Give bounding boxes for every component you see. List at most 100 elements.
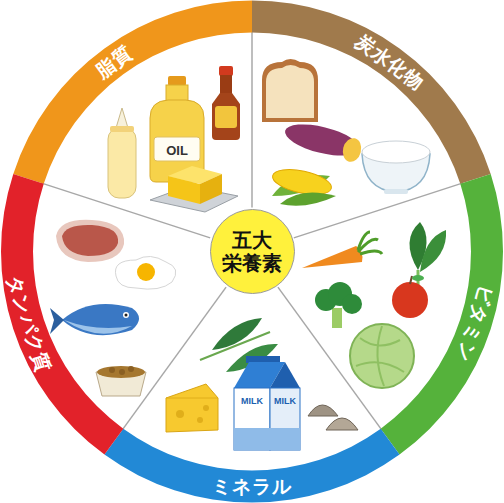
sector-divider (41, 30, 463, 432)
bread-loaf (262, 59, 318, 122)
line-spacer (222, 229, 232, 249)
cheese (197, 417, 203, 423)
apple (410, 276, 412, 284)
package-label: OIL (166, 143, 188, 156)
package-label: MILK (241, 397, 263, 406)
milk-carton (234, 428, 300, 450)
band-label: 炭水化物 (351, 30, 428, 94)
fish (125, 314, 128, 317)
sector-divider (121, 287, 226, 431)
band-arc (1, 174, 123, 455)
milk-carton (246, 356, 280, 363)
package-label: MILK (274, 397, 296, 406)
cabbage (356, 326, 404, 386)
oil-jug (150, 76, 204, 182)
mayonnaise-bottle (110, 126, 134, 132)
natto (97, 366, 145, 378)
fried-egg (137, 263, 155, 281)
plate-ground (30, 30, 474, 474)
sesame-oil-bottle (215, 106, 237, 128)
fish (62, 304, 139, 335)
apple (392, 282, 428, 318)
band-arc (13, 1, 252, 184)
fried-egg (115, 256, 175, 289)
clams (326, 418, 358, 430)
band-label: ビタミン (452, 283, 497, 366)
carrot (358, 232, 382, 254)
cheese (166, 384, 218, 432)
cheese (166, 398, 218, 399)
cheese (176, 410, 184, 418)
butter (200, 174, 222, 204)
band-arc (381, 174, 503, 455)
center-circle: 五大栄養素 (210, 209, 295, 294)
band-arc (252, 1, 491, 184)
carrot (302, 246, 362, 268)
sesame-oil-bottle (212, 66, 240, 140)
band-arc (104, 429, 399, 503)
center-title: 五大栄養素 (222, 229, 283, 275)
fried-egg (115, 256, 175, 289)
mayonnaise-bottle (116, 108, 128, 128)
band-label: 脂質 (92, 42, 137, 82)
spinach (409, 222, 446, 285)
milk-carton (234, 356, 300, 450)
rice-bowl (362, 141, 430, 163)
rice-bowl (362, 141, 430, 194)
sesame-oil-bottle (212, 93, 240, 140)
bread-loaf (262, 59, 318, 122)
cheese (166, 384, 218, 432)
carrot (302, 232, 382, 268)
sweet-potato (340, 136, 363, 164)
meat (56, 220, 124, 262)
rice-bowl (384, 189, 408, 194)
fish (123, 312, 129, 318)
center-text-block: 五大栄養素 (222, 229, 283, 275)
mayonnaise-bottle (108, 128, 136, 198)
corn (280, 192, 336, 205)
bread-loaf (266, 65, 314, 118)
meat (56, 220, 124, 262)
band-label: ミネラル (212, 475, 292, 496)
sesame-oil-bottle (220, 75, 232, 93)
cabbage (350, 324, 414, 388)
broccoli (315, 282, 362, 328)
sweet-potato (282, 118, 364, 164)
milk-carton (270, 362, 300, 388)
cheese (203, 405, 209, 411)
oil-jug (154, 137, 200, 161)
oil-jug (166, 85, 188, 101)
clams (308, 405, 358, 430)
sector-divider (251, 30, 253, 208)
broccoli (332, 308, 342, 328)
cabbage (350, 324, 414, 388)
fish (64, 320, 132, 334)
clams (308, 405, 338, 416)
broccoli (342, 294, 362, 314)
line-spacer (273, 229, 283, 249)
natto (128, 366, 134, 372)
leafy-greens (200, 332, 270, 360)
meat (62, 225, 118, 256)
fish (50, 304, 139, 335)
butter (150, 166, 238, 212)
spinach (420, 230, 446, 272)
band-label: タンパク質 (4, 273, 55, 375)
fish (50, 308, 64, 334)
natto (96, 366, 146, 396)
sesame-oil-bottle (219, 66, 233, 76)
